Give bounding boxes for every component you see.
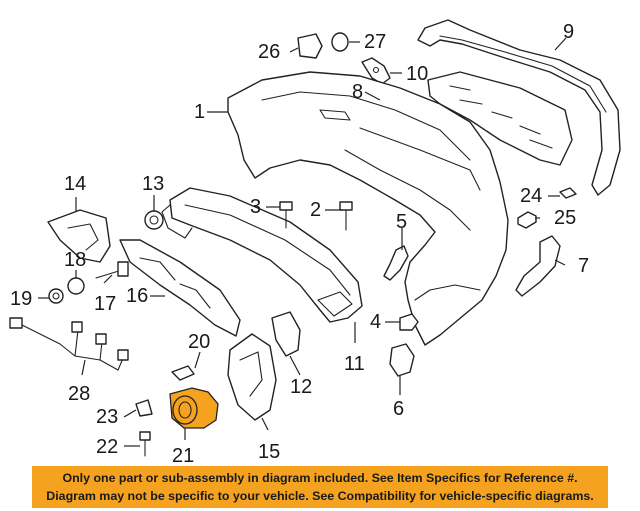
callout-8: 8: [352, 81, 363, 103]
part-23-clip: [135, 399, 153, 417]
disclaimer-banner: Only one part or sub-assembly in diagram…: [32, 466, 608, 508]
part-17-stud: [95, 261, 129, 279]
part-12-bracket: [271, 311, 301, 357]
callout-4: 4: [370, 311, 381, 333]
callout-3: 3: [250, 196, 261, 218]
part-7-side-trim: [515, 235, 561, 297]
part-21-sensor-holder: [169, 387, 219, 429]
callout-17: 17: [94, 293, 116, 315]
part-13-grommet: [144, 210, 164, 230]
callout-13: 13: [142, 173, 164, 195]
part-22-screw: [139, 431, 151, 457]
callout-18: 18: [64, 249, 86, 271]
callout-9: 9: [563, 21, 574, 43]
callout-28: 28: [68, 383, 90, 405]
part-16-support: [119, 239, 241, 337]
part-24-clip: [559, 187, 577, 199]
part-2-screw: [339, 201, 353, 231]
callout-14: 14: [64, 173, 86, 195]
callout-6: 6: [393, 398, 404, 420]
callout-1: 1: [194, 101, 205, 123]
callout-23: 23: [96, 406, 118, 428]
part-19-washer: [48, 288, 64, 304]
callout-7: 7: [578, 255, 589, 277]
callout-20: 20: [188, 331, 210, 353]
part-18-washer: [67, 277, 85, 295]
part-14-bracket: [47, 209, 111, 263]
callout-21: 21: [172, 445, 194, 467]
callout-19: 19: [10, 288, 32, 310]
part-1-bumper-cover: [227, 71, 509, 346]
disclaimer-line-2: Diagram may not be specific to your vehi…: [46, 489, 594, 503]
callout-24: 24: [520, 185, 542, 207]
part-15-bracket: [227, 333, 277, 421]
callout-12: 12: [290, 376, 312, 398]
callout-labels: 1 2 3 4 5 6 7 8 9 10 11 12 13 14 15 16 1…: [10, 21, 589, 467]
callout-22: 22: [96, 436, 118, 458]
callout-5: 5: [396, 211, 407, 233]
part-28-wiring-harness: [9, 317, 129, 371]
part-26-holder: [297, 33, 323, 59]
callout-26: 26: [258, 41, 280, 63]
callout-11: 11: [344, 353, 365, 375]
callout-27: 27: [364, 31, 386, 53]
callout-2: 2: [310, 199, 321, 221]
part-3-screw: [279, 201, 293, 229]
callout-10: 10: [406, 63, 428, 85]
disclaimer-line-1: Only one part or sub-assembly in diagram…: [62, 471, 578, 485]
callout-16: 16: [126, 285, 148, 307]
part-9-trim-strip: [417, 19, 621, 196]
part-11-impact-bar: [161, 187, 363, 323]
part-10-bracket: [361, 57, 391, 85]
part-4-nut: [399, 313, 419, 331]
leader-lines: [38, 37, 567, 447]
part-25-nut: [517, 211, 537, 229]
part-20-clip: [171, 365, 195, 381]
callout-25: 25: [554, 207, 576, 229]
callout-15: 15: [258, 441, 280, 463]
part-27-cap: [331, 32, 349, 52]
part-5-bracket: [383, 245, 409, 281]
part-6-bracket: [389, 343, 415, 377]
